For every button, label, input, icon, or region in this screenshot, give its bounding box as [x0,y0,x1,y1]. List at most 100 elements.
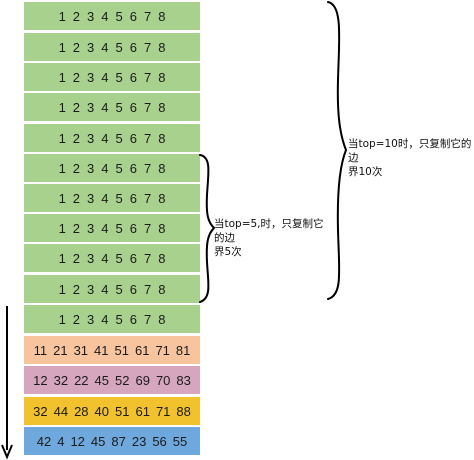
cell-value: 5 [115,39,123,55]
cell-value: 1 [58,130,66,146]
cell-value: 1 [58,99,66,115]
cell-value: 5 [115,99,123,115]
brace-top10 [327,1,348,300]
cell-value: 88 [176,403,191,419]
cell-value: 4 [101,99,109,115]
cell-value: 1 [58,8,66,24]
annotation-top10-line2: 界10次 [348,166,383,178]
cell-value: 2 [72,8,81,24]
cell-value: 7 [143,220,152,236]
cell-value: 7 [143,311,152,327]
cell-value: 4 [57,433,65,449]
cell-value: 8 [158,311,166,327]
annotation-top5-line1: 当top=5,时，只复制它的边 [214,218,324,244]
cell-value: 6 [129,39,137,55]
cell-value: 1 [58,69,66,85]
cell-value: 6 [129,281,137,297]
cell-value: 8 [158,160,166,176]
annotation-top10-line1: 当top=10时，只复制它的边 [348,138,472,164]
cell-value: 2 [72,130,81,146]
annotation-top5-line2: 界5次 [214,246,242,258]
cell-value: 7 [143,130,152,146]
cell-value: 31 [73,342,89,358]
cell-value: 8 [158,220,166,236]
cell-value: 2 [72,69,81,85]
cell-value: 41 [94,342,109,358]
cell-value: 1 [58,281,66,297]
cell-value: 81 [175,342,191,358]
cell-value: 12 [33,372,48,388]
cell-value: 7 [143,99,152,115]
cell-value: 2 [72,250,81,266]
cell-value: 2 [72,220,81,236]
cell-value: 4 [101,130,109,146]
cell-value: 2 [72,99,81,115]
cell-value: 70 [155,372,171,388]
cell-value: 1 [58,39,66,55]
cell-value: 61 [135,403,150,419]
cell-value: 7 [143,190,152,206]
cell-value: 2 [72,281,81,297]
down-arrow-head [1,444,13,460]
cell-value: 5 [115,281,123,297]
cell-value: 56 [152,433,167,449]
cell-value: 6 [129,8,137,24]
cell-value: 51 [115,403,130,419]
cell-value: 45 [90,433,106,449]
cell-value: 23 [131,433,147,449]
cell-value: 8 [158,99,166,115]
cell-value: 6 [129,190,137,206]
cell-value: 40 [94,403,109,419]
cell-value: 3 [87,250,95,266]
cell-value: 5 [115,250,123,266]
cell-value: 11 [33,342,48,358]
cell-value: 1 [58,190,66,206]
cell-value: 6 [129,220,137,236]
cell-value: 4 [101,250,109,266]
cell-value: 1 [58,311,66,327]
cell-value: 2 [72,160,81,176]
cell-value: 5 [115,311,123,327]
cell-value: 3 [87,69,95,85]
cell-value: 4 [101,69,109,85]
cell-value: 4 [101,160,109,176]
cell-value: 1 [58,220,66,236]
cell-value: 4 [101,220,109,236]
cell-value: 55 [172,433,188,449]
cell-value: 4 [101,311,109,327]
cell-value: 32 [33,403,48,419]
cell-value: 71 [155,403,171,419]
cell-value: 3 [87,130,95,146]
cell-value: 8 [158,130,166,146]
cell-value: 5 [115,160,123,176]
cell-value: 4 [101,39,109,55]
cell-value: 45 [94,372,109,388]
cell-value: 3 [87,281,95,297]
cell-value: 7 [143,39,152,55]
cell-value: 8 [158,250,166,266]
cell-value: 69 [135,372,150,388]
cell-value: 3 [87,39,95,55]
cell-value: 2 [72,311,81,327]
cell-value: 6 [129,311,137,327]
cell-value: 71 [155,342,170,358]
cell-value: 83 [176,372,191,388]
cell-value: 1 [58,250,66,266]
cell-value: 8 [158,190,166,206]
cell-value: 51 [114,342,129,358]
cell-value: 22 [74,372,89,388]
